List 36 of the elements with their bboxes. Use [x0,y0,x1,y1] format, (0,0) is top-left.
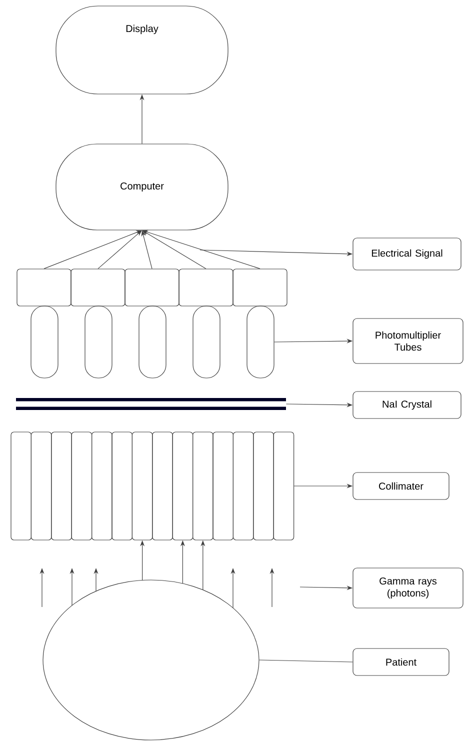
empty-box [112,432,132,540]
capsule-shape [30,306,58,378]
label-box: Gamma rays (photons) [352,568,464,608]
double-bar [16,398,286,410]
empty-box [71,432,92,540]
label-box: Collimater [352,472,450,500]
empty-box [232,432,254,540]
empty-box [51,432,72,540]
empty-box [132,432,153,540]
capsule-shape [246,306,274,378]
empty-box [178,268,234,306]
empty-box [232,268,288,306]
label-box: Electrical Signal [352,238,462,270]
empty-box [273,432,294,540]
empty-box [30,432,52,540]
capsule-shape [192,306,220,378]
empty-box [172,432,194,540]
empty-box [92,432,112,540]
empty-box [212,432,234,540]
label-box: Patient [352,648,450,676]
empty-box [152,432,173,540]
empty-box [192,432,214,540]
empty-box [70,268,126,306]
arrow [142,230,206,269]
ellipse [42,580,260,740]
empty-box [253,432,274,540]
rounded-box: Computer [56,144,228,230]
rounded-box: Display [56,6,228,94]
capsule-shape [138,306,166,378]
empty-box [16,268,72,306]
connector-line [259,660,353,662]
empty-box [124,268,180,306]
empty-box [10,432,32,540]
capsule-shape [84,306,112,378]
label-box: NaI Crystal [352,391,462,419]
label-box: Photomultiplier Tubes [352,318,464,364]
